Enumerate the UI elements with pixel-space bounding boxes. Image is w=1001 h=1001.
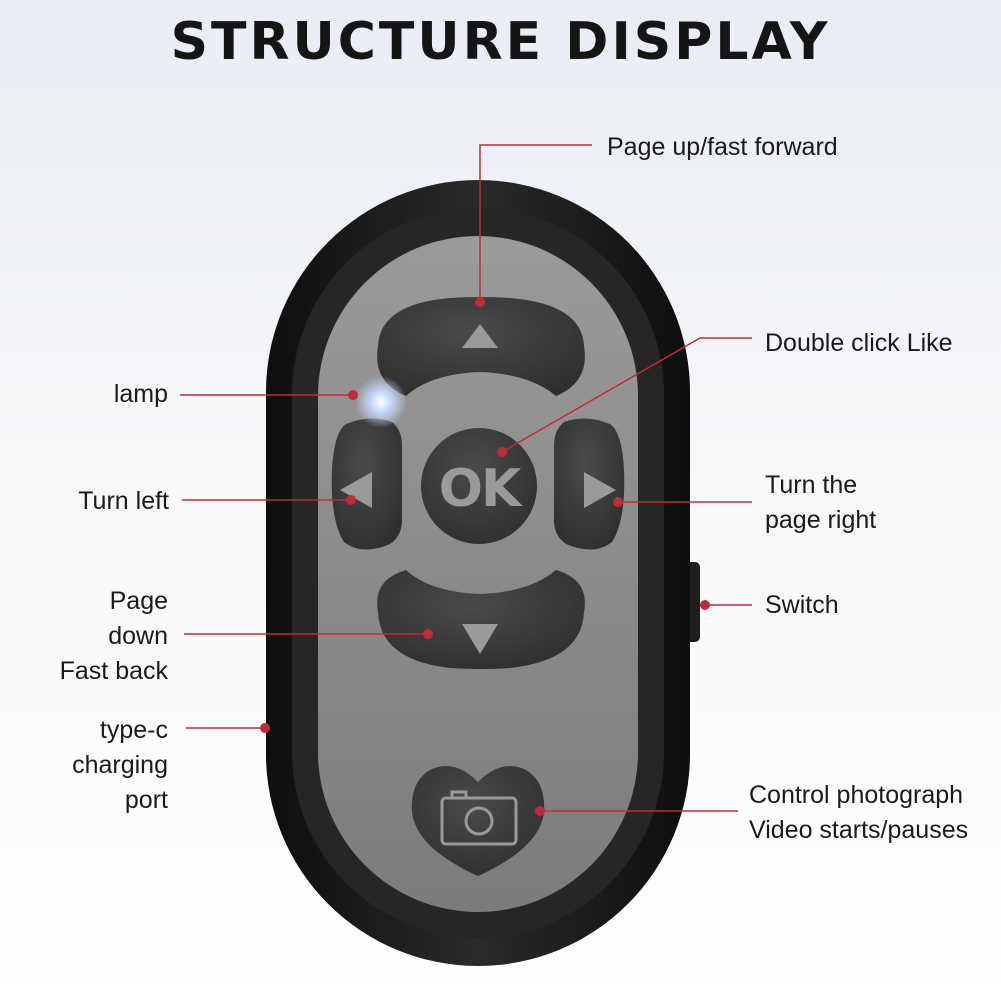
leader-page-up [479, 144, 592, 300]
ok-button-label: OK [439, 459, 523, 519]
diagram-title: STRUCTURE DISPLAY [170, 12, 831, 72]
camera-icon [440, 790, 518, 846]
camera-button[interactable] [411, 766, 545, 876]
lamp-light-icon [355, 376, 407, 428]
label-page-down: Page down Fast back [59, 587, 168, 685]
up-triangle-icon [462, 324, 498, 348]
leader-lines [180, 144, 752, 812]
label-turn-left: Turn left [78, 487, 169, 515]
label-turn-right: Turn the page right [765, 471, 877, 534]
label-type-c: type-c charging port [72, 716, 168, 814]
right-triangle-icon [584, 472, 616, 508]
label-switch: Switch [765, 591, 839, 619]
label-page-up: Page up/fast forward [607, 133, 838, 161]
leader-double-click [501, 337, 752, 453]
label-lamp: lamp [113, 380, 168, 408]
ok-button[interactable] [421, 428, 537, 544]
left-triangle-icon [340, 472, 372, 508]
down-button[interactable] [377, 570, 585, 669]
label-photo: Control photograph Video starts/pauses [749, 781, 969, 844]
leader-dots [260, 297, 710, 816]
down-triangle-icon [462, 624, 498, 654]
label-double-click: Double click Like [765, 329, 953, 357]
